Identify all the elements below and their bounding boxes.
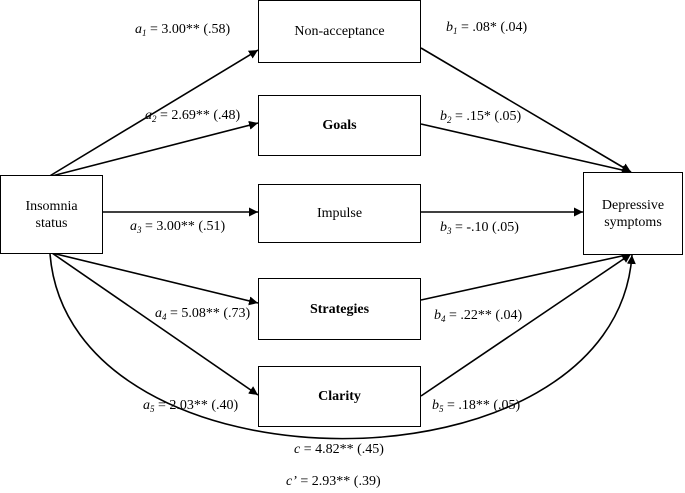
arrow-c-curve [49, 253, 636, 440]
label-c-sym: c [294, 442, 301, 457]
arrow-a2 [47, 120, 259, 178]
label-a1-sym: a [135, 22, 142, 37]
label-b3-sub: 3 [447, 226, 452, 236]
label-b3-sym: b [440, 220, 447, 235]
label-a4-value: = 5.08** (.73) [166, 306, 251, 321]
label-a2: a2 = 2.69** (.48) [145, 108, 240, 124]
label-b3-value: = -.10 (.05) [451, 220, 519, 235]
label-c-prime: c’ = 2.93** (.39) [286, 474, 381, 490]
label-a1-value: = 3.00** (.58) [146, 22, 231, 37]
node-depressive-line2: symptoms [604, 214, 662, 230]
arrow-a1 [47, 49, 259, 178]
arrow-b4 [420, 251, 632, 301]
arrow-b2 [420, 123, 632, 175]
label-a2-value: = 2.69** (.48) [156, 108, 241, 123]
label-a2-sym: a [145, 108, 152, 123]
node-insomnia-line1: Insomnia [25, 198, 78, 214]
arrow-b5 [420, 253, 632, 397]
label-b5-sym: b [432, 398, 439, 413]
label-a1: a1 = 3.00** (.58) [135, 22, 230, 38]
label-a4-sym: a [155, 306, 162, 321]
label-b1-value: = .08* (.04) [457, 20, 528, 35]
label-a5: a5 = 2.03** (.40) [143, 398, 238, 414]
label-c: c = 4.82** (.45) [294, 442, 384, 458]
node-insomnia-line2: status [35, 215, 68, 231]
label-b5-sub: 5 [439, 404, 444, 414]
node-impulse-label: Impulse [316, 206, 363, 221]
label-a3-sub: 3 [137, 225, 142, 235]
label-a3-sym: a [130, 219, 137, 234]
arrow-a5 [51, 252, 259, 396]
label-a4-sub: 4 [162, 312, 167, 322]
label-a3-value: = 3.00** (.51) [141, 219, 226, 234]
label-b1: b1 = .08* (.04) [446, 20, 527, 36]
node-clarity-label: Clarity [318, 389, 361, 404]
node-depressive-line1: Depressive [601, 197, 665, 213]
node-strategies-label: Strategies [309, 301, 370, 317]
label-b5-value: = .18** (.05) [443, 398, 521, 413]
label-a3: a3 = 3.00** (.51) [130, 219, 225, 235]
node-insomnia-status: Insomnia status [0, 175, 103, 254]
label-a2-sub: 2 [152, 114, 157, 124]
label-b4-sub: 4 [441, 314, 446, 324]
label-b3: b3 = -.10 (.05) [440, 220, 519, 236]
node-strategies: Strategies [258, 278, 421, 340]
arrow-a4 [51, 252, 259, 306]
label-b2: b2 = .15* (.05) [440, 109, 521, 125]
label-a5-sub: 5 [150, 404, 155, 414]
label-a5-sym: a [143, 398, 150, 413]
label-b1-sym: b [446, 20, 453, 35]
label-c-prime-sym: c’ [286, 474, 297, 489]
label-c-value: = 4.82** (.45) [300, 442, 384, 457]
label-b5: b5 = .18** (.05) [432, 398, 520, 414]
label-a1-sub: 1 [142, 28, 147, 38]
node-impulse: Impulse [258, 184, 421, 243]
label-b1-sub: 1 [453, 26, 458, 36]
label-b2-sym: b [440, 109, 447, 124]
node-non-acceptance: Non-acceptance [258, 0, 421, 63]
label-b4-sym: b [434, 308, 441, 323]
label-c-prime-value: = 2.93** (.39) [296, 474, 381, 489]
label-b4: b4 = .22** (.04) [434, 308, 522, 324]
label-b2-sub: 2 [447, 115, 452, 125]
label-a5-value: = 2.03** (.40) [154, 398, 239, 413]
label-b2-value: = .15* (.05) [451, 109, 522, 124]
node-depressive-symptoms: Depressive symptoms [583, 172, 683, 255]
label-b4-value: = .22** (.04) [445, 308, 523, 323]
arrow-b1 [420, 47, 632, 173]
node-non-acceptance-label: Non-acceptance [294, 24, 385, 39]
label-a4: a4 = 5.08** (.73) [155, 306, 250, 322]
node-goals-label: Goals [322, 118, 357, 133]
node-goals: Goals [258, 95, 421, 156]
node-clarity: Clarity [258, 366, 421, 427]
